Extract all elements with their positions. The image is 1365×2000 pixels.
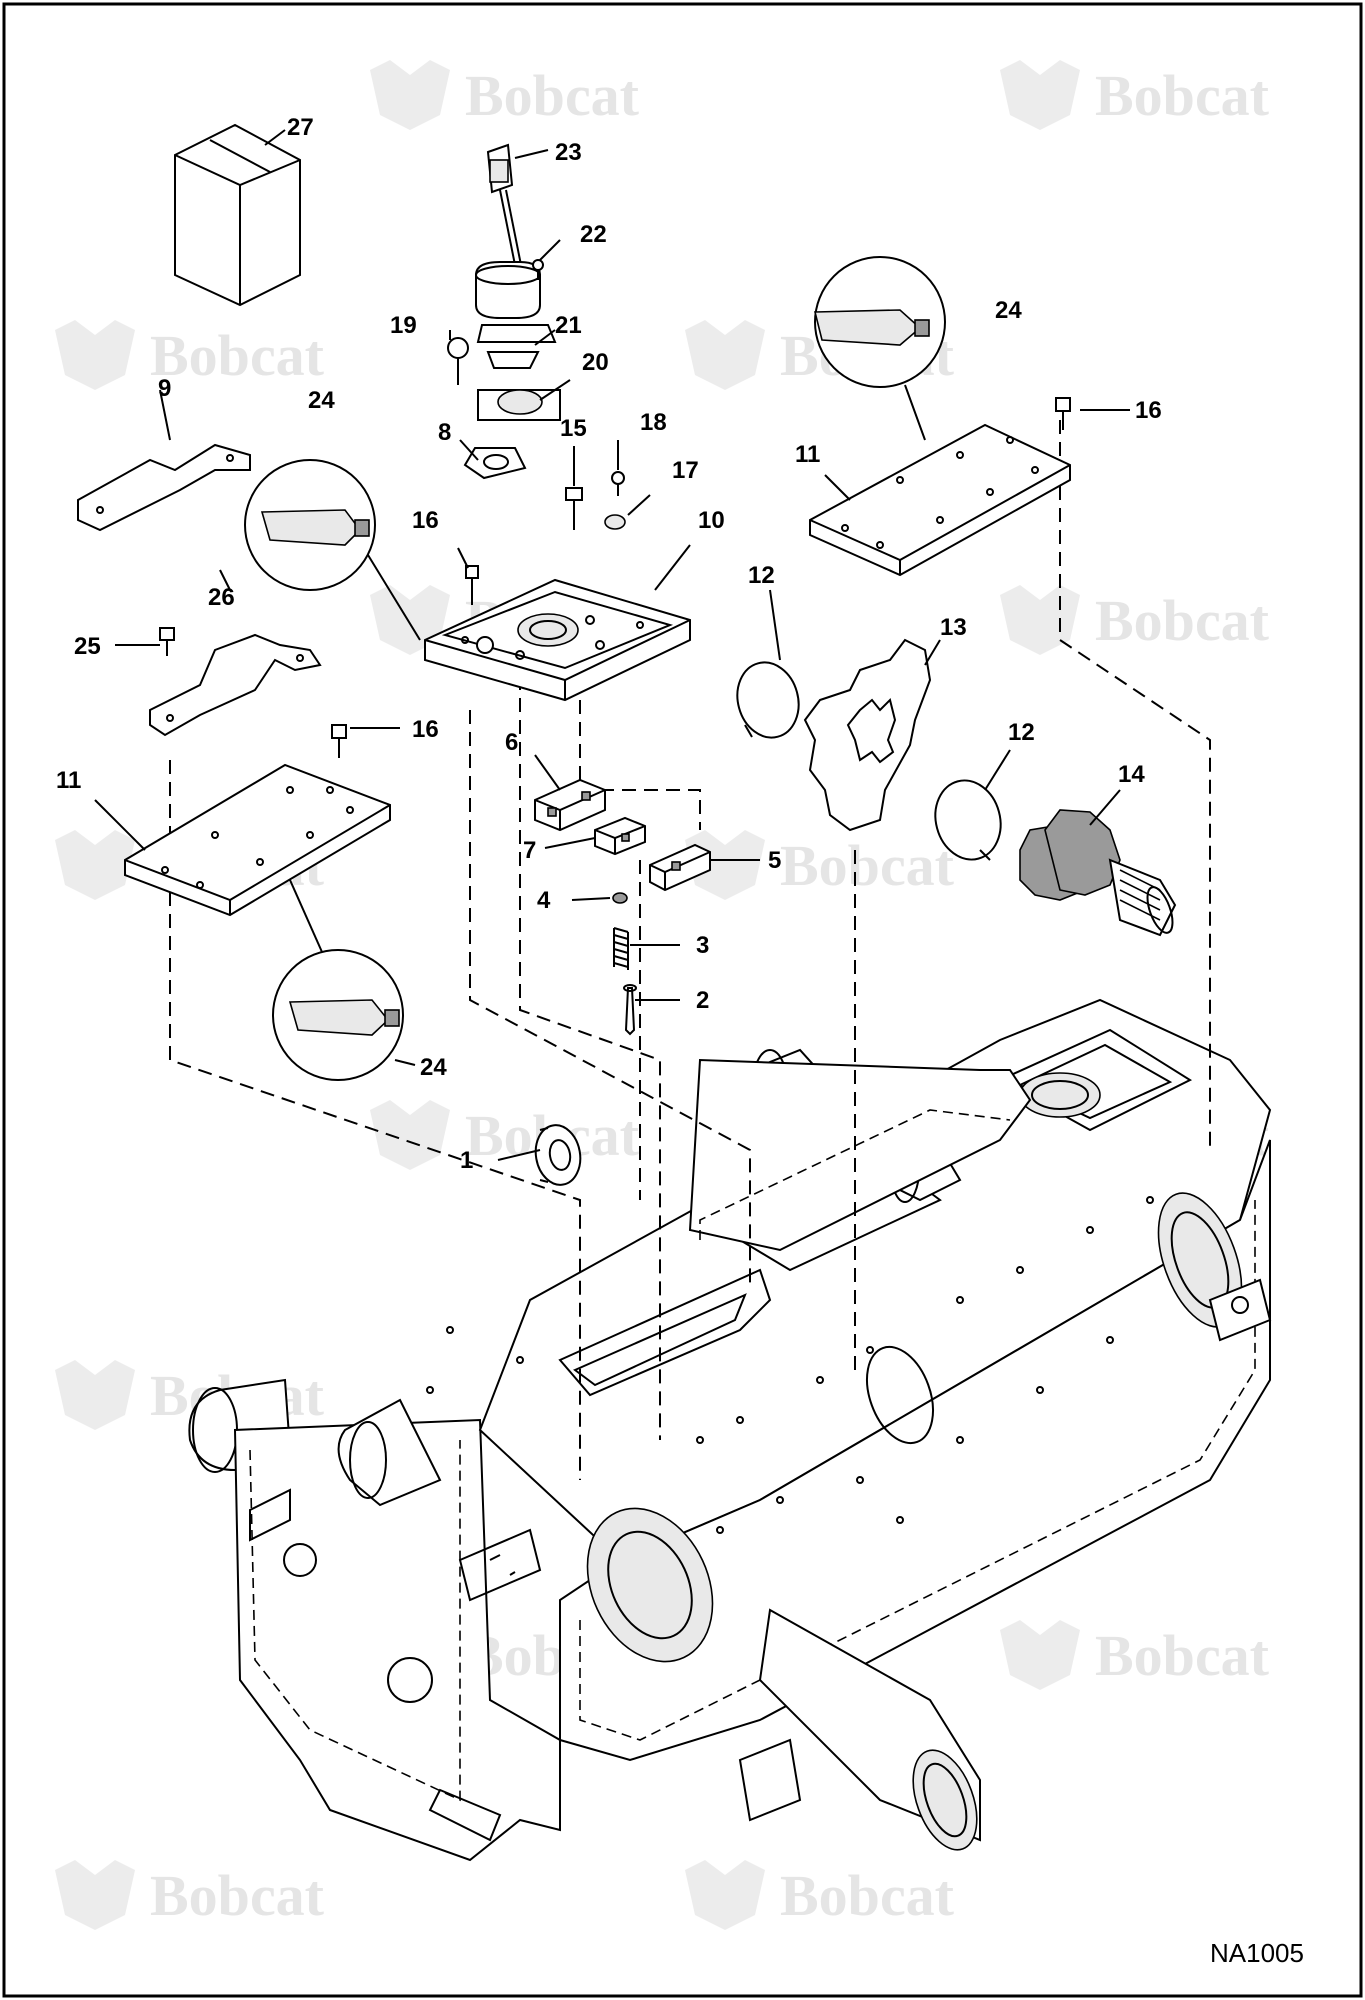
callout-layer: 27 23 22 19 21 20 24 9 8 15 18 17 16 10 … <box>56 114 1162 1174</box>
watermark-logo: Bobcat <box>55 1860 325 1930</box>
watermark-logo: Bobcat <box>1000 585 1270 655</box>
grease-tube-bubble <box>272 949 404 1081</box>
watermark-text: Bobcat <box>150 323 325 388</box>
part-6-block <box>534 778 606 832</box>
callout-23[interactable]: 23 <box>555 139 582 166</box>
callout-1[interactable]: 1 <box>460 1147 473 1174</box>
part-27-box <box>174 123 301 307</box>
part-26-bracket <box>149 627 322 737</box>
callout-13[interactable]: 13 <box>940 614 967 641</box>
callout-4[interactable]: 4 <box>537 887 551 914</box>
part-7-block <box>594 816 646 856</box>
figure-id: NA1005 <box>1210 1938 1304 1968</box>
callout-5[interactable]: 5 <box>768 847 781 874</box>
part-12-snap-ring <box>736 661 800 739</box>
callout-21[interactable]: 21 <box>555 312 582 339</box>
grease-tube-bubble <box>813 256 946 388</box>
callout-6[interactable]: 6 <box>505 729 518 756</box>
watermark-logo: Bobcat <box>685 1860 955 1930</box>
watermark-logo: Bobcat <box>1000 60 1270 130</box>
watermark-text: Bobcat <box>465 63 640 128</box>
speed-sensor-assembly <box>447 143 561 480</box>
callout-12[interactable]: 12 <box>748 562 775 589</box>
watermark-logo: Bobcat <box>55 320 325 390</box>
part-3-spring <box>613 927 629 970</box>
watermark-logo: Bobcat <box>370 60 640 130</box>
callout-11[interactable]: 11 <box>56 767 81 794</box>
part-10-cover-plate <box>424 578 691 702</box>
callout-24[interactable]: 24 <box>308 387 335 414</box>
callout-9[interactable]: 9 <box>158 375 171 402</box>
watermark-text: Bobcat <box>780 833 955 898</box>
watermark-text: Bobcat <box>150 1863 325 1928</box>
callout-2[interactable]: 2 <box>696 987 709 1014</box>
callout-7[interactable]: 7 <box>523 837 536 864</box>
callout-24[interactable]: 24 <box>995 297 1022 324</box>
leader-lines <box>94 129 1130 1161</box>
housing-holes <box>426 1196 1154 1534</box>
callout-16[interactable]: 16 <box>412 716 439 743</box>
part-9-bracket <box>77 443 251 532</box>
grease-tube-bubble <box>244 459 376 591</box>
watermark-text: Bobcat <box>780 1863 955 1928</box>
callout-15[interactable]: 15 <box>560 415 587 442</box>
callout-27[interactable]: 27 <box>287 114 314 141</box>
watermark-logo: Bobcat <box>1000 1620 1270 1690</box>
part-13-toothed-plate <box>803 638 932 832</box>
callout-25[interactable]: 25 <box>74 633 101 660</box>
callout-26[interactable]: 26 <box>208 584 235 611</box>
callout-14[interactable]: 14 <box>1118 761 1145 788</box>
watermark-logo: Bobcat <box>685 830 955 900</box>
part-1-washer <box>534 1124 582 1186</box>
callout-20[interactable]: 20 <box>582 349 609 376</box>
callout-12[interactable]: 12 <box>1008 719 1035 746</box>
part-14-sprocket-shaft <box>1019 809 1177 937</box>
callout-11[interactable]: 11 <box>795 441 820 468</box>
callout-10[interactable]: 10 <box>698 507 725 534</box>
watermark-logo: Bobcat <box>370 1100 640 1170</box>
part-4-washer <box>612 892 628 904</box>
callout-8[interactable]: 8 <box>438 419 451 446</box>
callout-19[interactable]: 19 <box>390 312 417 339</box>
part-11-right-cover <box>809 397 1071 577</box>
alignment-lines <box>169 420 1211 1480</box>
watermark-text: Bobcat <box>1095 63 1270 128</box>
callout-16[interactable]: 16 <box>412 507 439 534</box>
chaincase-housing <box>188 998 1272 1862</box>
callout-17[interactable]: 17 <box>672 457 699 484</box>
fasteners-cover <box>465 471 626 605</box>
callout-18[interactable]: 18 <box>640 409 667 436</box>
callout-24[interactable]: 24 <box>420 1054 447 1081</box>
part-5-block <box>649 843 711 892</box>
callout-22[interactable]: 22 <box>580 221 607 248</box>
callout-16[interactable]: 16 <box>1135 397 1162 424</box>
watermark-text: Bobcat <box>1095 588 1270 653</box>
callout-3[interactable]: 3 <box>696 932 709 959</box>
part-12-snap-ring <box>934 779 1002 861</box>
part-2-pin <box>623 984 637 1036</box>
watermark-text: Bobcat <box>1095 1623 1270 1688</box>
part-11-left-cover <box>124 724 391 917</box>
